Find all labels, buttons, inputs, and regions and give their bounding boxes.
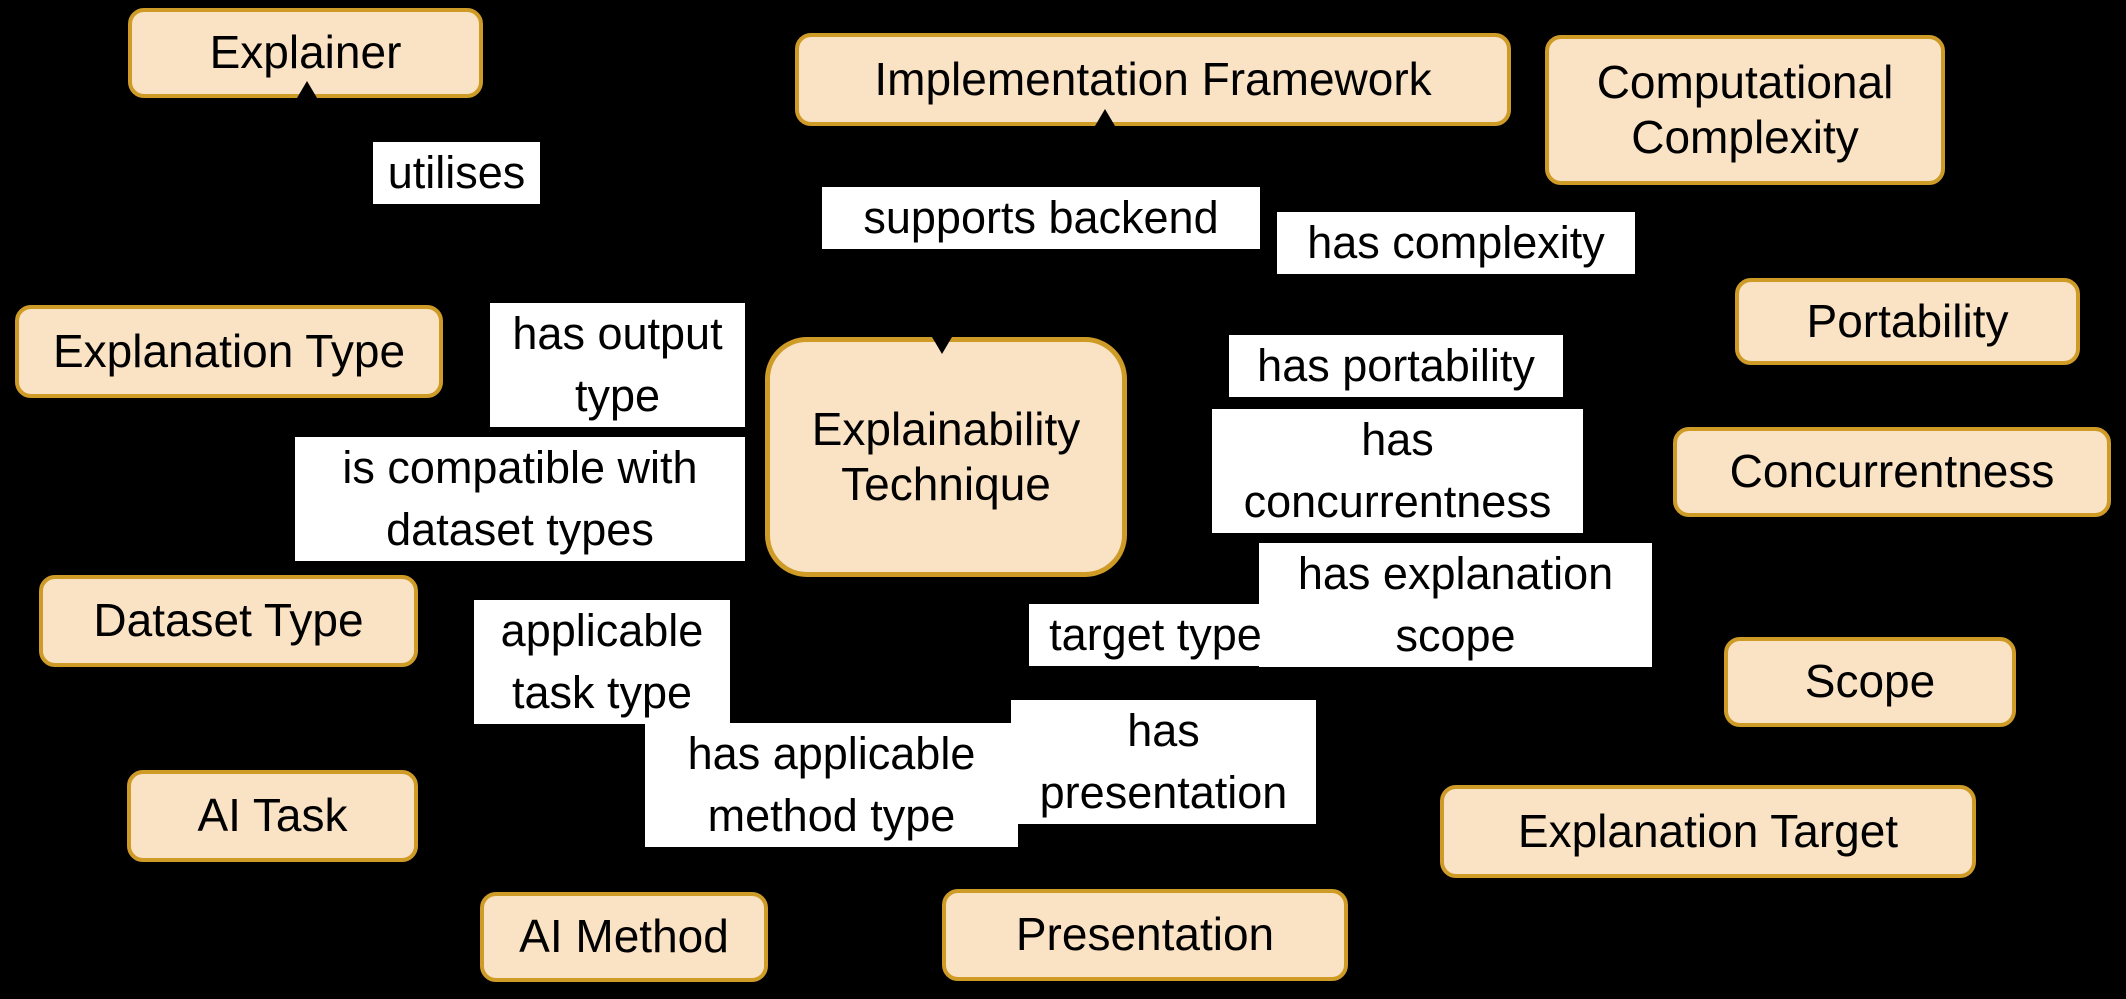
node-presentation[interactable]: Presentation [942, 889, 1348, 981]
node-explainability-technique[interactable]: Explainability Technique [765, 337, 1127, 577]
edge-label-has-portability: has portability [1229, 335, 1563, 397]
node-scope[interactable]: Scope [1724, 637, 2016, 727]
node-dataset-type[interactable]: Dataset Type [39, 575, 418, 667]
node-explanation-type[interactable]: Explanation Type [15, 305, 443, 398]
edge-label-is-compatible-with-dataset-types: is compatible with dataset types [295, 437, 745, 561]
edge-label-has-concurrentness: has concurrentness [1212, 409, 1583, 533]
node-portability[interactable]: Portability [1735, 278, 2080, 365]
edge-arrowhead-notch [1095, 109, 1115, 126]
node-concurrentness[interactable]: Concurrentness [1673, 427, 2111, 517]
node-ai-task[interactable]: AI Task [127, 770, 418, 862]
edge-arrowhead-notch [932, 337, 952, 354]
node-computational-complexity[interactable]: Computational Complexity [1545, 35, 1945, 185]
edge-label-has-complexity: has complexity [1277, 212, 1635, 274]
node-explanation-target[interactable]: Explanation Target [1440, 785, 1976, 878]
node-ai-method[interactable]: AI Method [480, 892, 768, 982]
edge-label-utilises: utilises [373, 142, 540, 204]
edge-label-target-type: target type [1029, 604, 1282, 666]
edge-arrowhead-notch [297, 81, 317, 98]
edge-label-has-output-type: has output type [490, 303, 745, 427]
edge-label-has-explanation-scope: has explanation scope [1259, 543, 1652, 667]
edge-label-applicable-task-type: applicable task type [474, 600, 730, 724]
edge-label-has-applicable-method-type: has applicable method type [645, 723, 1018, 847]
edge-label-has-presentation: has presentation [1011, 700, 1316, 824]
edge-label-supports-backend: supports backend [822, 187, 1260, 249]
node-implementation-framework[interactable]: Implementation Framework [795, 33, 1511, 126]
